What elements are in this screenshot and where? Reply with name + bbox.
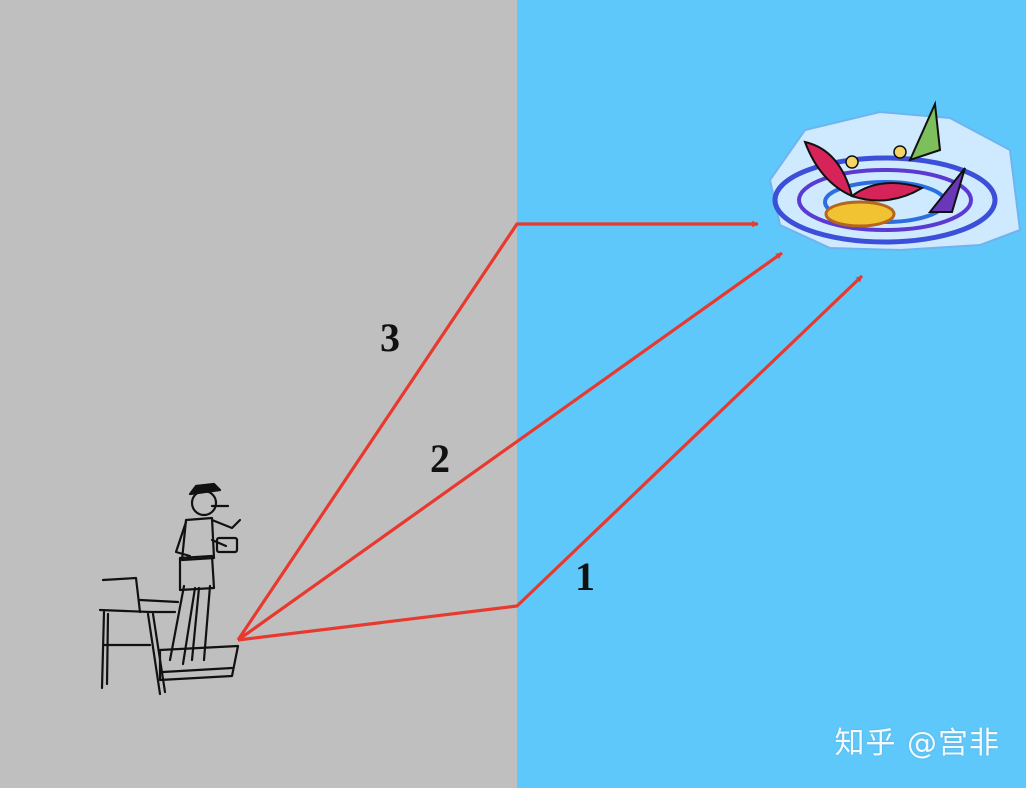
path-3-line	[236, 220, 759, 641]
lifeguard-on-chair-icon	[98, 482, 242, 696]
land-region	[0, 0, 517, 788]
path-2-line	[237, 251, 783, 642]
path-1-line	[237, 274, 864, 642]
path-3-label: 3	[380, 315, 400, 360]
path-1-label: 1	[575, 554, 595, 599]
drowning-swimmer-in-whirlpool-icon	[768, 100, 1022, 252]
watermark-text: 知乎 @宫非	[834, 726, 1000, 761]
path-2-label: 2	[430, 436, 450, 481]
